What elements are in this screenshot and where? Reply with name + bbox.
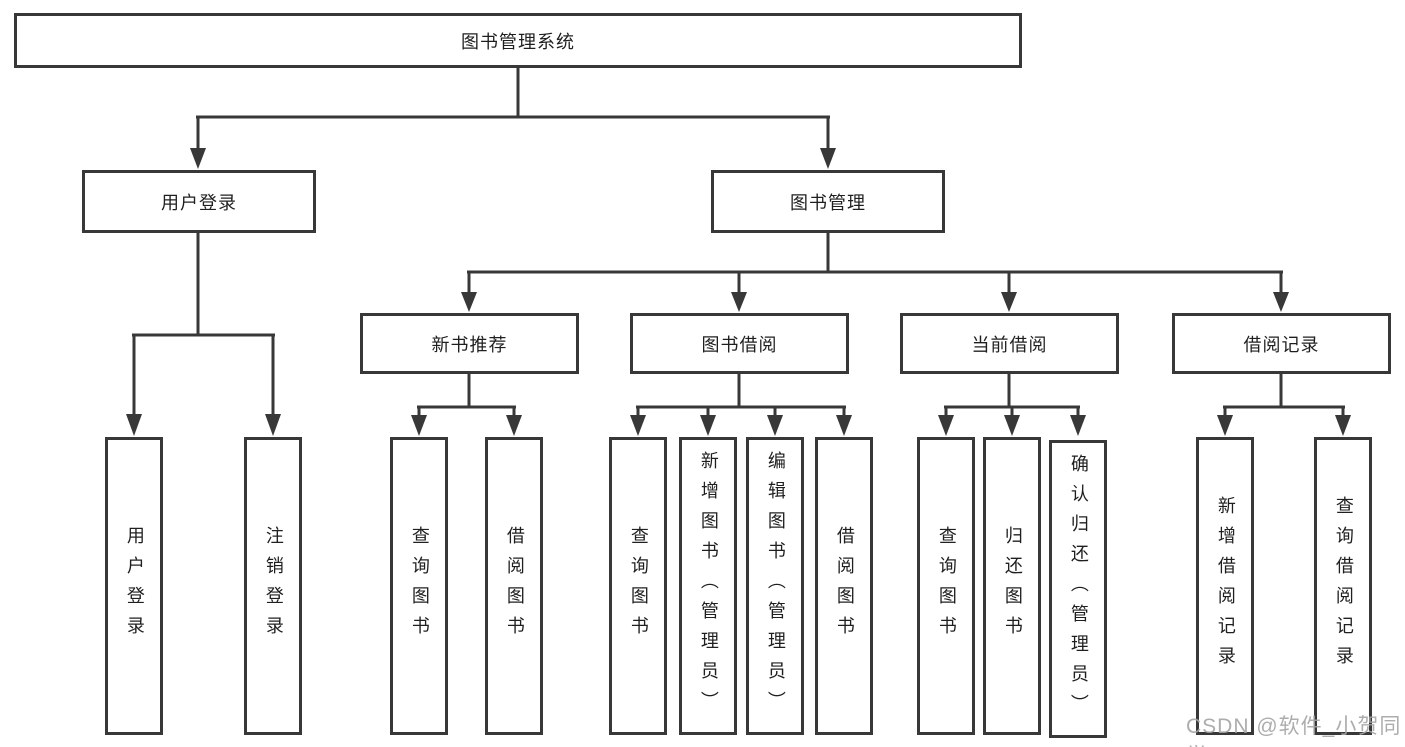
leaf-cb-query-books: 查询图书 <box>917 437 975 735</box>
edge-user-login-children <box>126 233 281 436</box>
edge-borrow-records-children <box>1217 373 1351 436</box>
leaf-br-add-record: 新增借阅记录 <box>1196 437 1254 735</box>
node-book-borrow: 图书借阅 <box>630 313 849 374</box>
node-borrow-records: 借阅记录 <box>1172 313 1391 374</box>
edge-new-book-rec-children <box>411 373 522 436</box>
node-current-borrow: 当前借阅 <box>900 313 1119 374</box>
leaf-bb-edit-books-admin: 编辑图书（管理员） <box>746 437 804 735</box>
leaf-cb-confirm-return-admin: 确认归还（管理员） <box>1049 440 1107 738</box>
edge-current-borrow-children <box>938 373 1086 436</box>
leaf-logout: 注销登录 <box>244 437 302 735</box>
leaf-nbr-borrow-books: 借阅图书 <box>485 437 543 735</box>
node-user-login: 用户登录 <box>82 170 316 233</box>
leaf-bb-add-books-admin: 新增图书（管理员） <box>679 437 737 735</box>
edge-root-to-level2 <box>190 68 836 169</box>
edge-book-mgmt-children <box>461 233 1289 312</box>
leaf-nbr-query-books: 查询图书 <box>390 437 448 735</box>
leaf-cb-return-books: 归还图书 <box>983 437 1041 735</box>
leaf-bb-borrow-books: 借阅图书 <box>815 437 873 735</box>
leaf-br-query-record: 查询借阅记录 <box>1314 437 1372 735</box>
node-new-book-rec: 新书推荐 <box>360 313 579 374</box>
node-root: 图书管理系统 <box>14 13 1022 68</box>
csdn-watermark: CSDN @软件_小贺同学 <box>1186 715 1402 747</box>
leaf-user-login: 用户登录 <box>105 437 163 735</box>
edge-book-borrow-children <box>630 373 852 436</box>
node-book-mgmt: 图书管理 <box>711 170 945 233</box>
leaf-bb-query-books: 查询图书 <box>609 437 667 735</box>
